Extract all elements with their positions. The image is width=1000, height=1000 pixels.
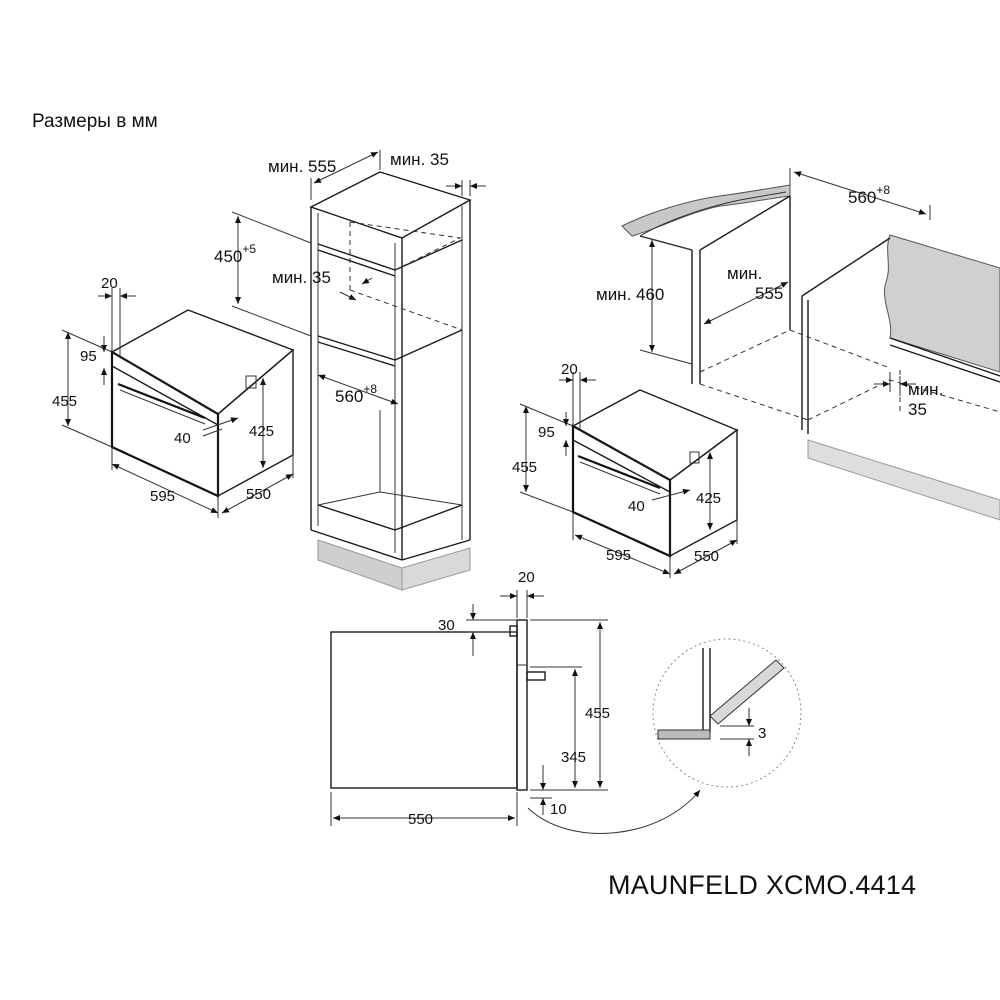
oven-left-d425: 425	[249, 423, 274, 440]
side-view-dimensions: 20 30 455 345 550 10	[330, 569, 610, 828]
under-counter-drawing	[621, 184, 1000, 521]
detail-circle: 3	[527, 638, 802, 834]
uc-min35-b: 35	[908, 400, 927, 419]
dimensions-heading: Размеры в мм	[32, 111, 158, 132]
oven-right-d455: 455	[512, 459, 537, 476]
uc-min35-a: мин.	[908, 380, 943, 399]
detail-arrow	[527, 789, 701, 834]
model-name: MAUNFELD XCMO.4414	[608, 870, 917, 900]
oven-left-front	[110, 350, 220, 498]
oven-right-d595: 595	[606, 547, 631, 564]
tall-min35-top: мин. 35	[390, 150, 449, 169]
oven-right-d550: 550	[694, 548, 719, 565]
oven-left-d595: 595	[150, 488, 175, 505]
uc-min555-b: 555	[755, 284, 783, 303]
oven-left-handle	[117, 382, 206, 420]
tall-cabinet-drawing	[309, 171, 472, 591]
oven-left-d40: 40	[174, 430, 191, 447]
side-d10: 10	[550, 801, 567, 818]
oven-right-d425: 425	[696, 490, 721, 507]
side-d30: 30	[438, 617, 455, 634]
oven-left-dimensions: 20 455 95 425 40 595 550	[52, 275, 294, 518]
tall-min555: мин. 555	[268, 157, 336, 176]
side-d20: 20	[518, 569, 535, 586]
oven-right-drawing	[571, 389, 739, 558]
oven-right-d40: 40	[628, 498, 645, 515]
oven-left-drawing	[110, 309, 295, 498]
oven-right-d95: 95	[538, 424, 555, 441]
oven-left-d20: 20	[101, 275, 118, 292]
oven-right-top	[571, 389, 739, 481]
uc-min460: мин. 460	[596, 285, 664, 304]
uc-d560: 560+8	[848, 183, 890, 207]
detail-d3: 3	[758, 725, 766, 742]
side-d345: 345	[561, 749, 586, 766]
oven-left-d95: 95	[80, 348, 97, 365]
side-d550: 550	[408, 811, 433, 828]
oven-left-top	[110, 309, 295, 415]
oven-right-d20: 20	[561, 361, 578, 378]
under-counter-dimensions: 560+8 мин. 460 мин. 555 мин. 35	[596, 168, 943, 419]
oven-right-handle	[577, 454, 661, 490]
tall-cabinet-dimensions: мин. 555 мин. 35 450+5 мин. 35 560+8	[214, 150, 486, 406]
side-view-body	[330, 631, 518, 789]
tall-min35-mid: мин. 35	[272, 268, 331, 287]
tall-d450: 450+5	[214, 242, 256, 266]
oven-right-dimensions: 20 455 95 425 40 595 550	[512, 361, 738, 578]
oven-left-d550: 550	[246, 486, 271, 503]
side-view-handle	[526, 671, 546, 681]
oven-left-d455: 455	[52, 393, 77, 410]
oven-right-front	[571, 424, 672, 558]
side-view-drawing	[330, 619, 546, 791]
side-view-door	[516, 619, 528, 791]
uc-min555-a: мин.	[727, 264, 762, 283]
side-d455: 455	[585, 705, 610, 722]
tall-d560: 560+8	[335, 382, 377, 406]
